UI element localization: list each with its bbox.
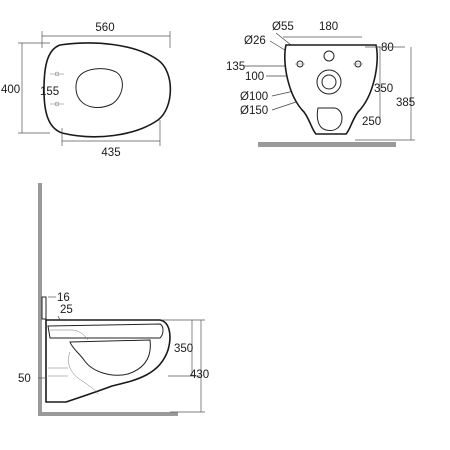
rear-view: Ø55 180 Ø26 80 135 100 Ø100 Ø150 350	[226, 21, 415, 147]
wall	[38, 183, 42, 415]
rear-dim350-label: 350	[374, 83, 393, 95]
mounting-bracket	[41, 296, 47, 320]
fixing-hole-bottom-circle	[54, 101, 60, 107]
side-dim25-label: 25	[60, 304, 73, 316]
top-view: 560 400 155 435	[1, 22, 172, 159]
rear-dim385-label: 385	[396, 97, 415, 109]
inlet-circle	[323, 50, 335, 62]
d26-label: Ø26	[244, 35, 266, 47]
trap-outline	[316, 107, 343, 131]
rear-dim250-label: 250	[362, 116, 381, 128]
bowl-top-inner	[75, 68, 123, 108]
side-dim50-label: 50	[18, 373, 31, 385]
d55-label: Ø55	[272, 21, 294, 33]
side-dim430-label: 430	[190, 369, 209, 381]
depth-label: 400	[1, 84, 20, 96]
floor	[38, 412, 178, 416]
outlet-inner-circle	[321, 74, 337, 90]
side-view: 16 25 50 350 430	[18, 183, 209, 416]
dim135-label: 135	[226, 61, 245, 73]
trap-path	[68, 351, 99, 395]
base-label: 435	[101, 147, 120, 159]
d150-label: Ø150	[240, 105, 268, 117]
dim100-label: 100	[245, 71, 264, 83]
side-dim16-label: 16	[57, 292, 70, 304]
width-label: 560	[95, 22, 114, 34]
seat-rim	[47, 323, 164, 339]
side-dim350-label: 350	[174, 343, 193, 355]
fixing-hole-top-circle	[54, 71, 60, 77]
holes-spacing-label: 155	[40, 86, 59, 98]
inlet-curve	[71, 329, 89, 341]
dim80-label: 80	[381, 42, 394, 54]
bowl-side-inner	[69, 339, 151, 376]
floor-strip	[258, 142, 396, 147]
dim180-label: 180	[319, 21, 338, 33]
d100-label: Ø100	[240, 91, 268, 103]
